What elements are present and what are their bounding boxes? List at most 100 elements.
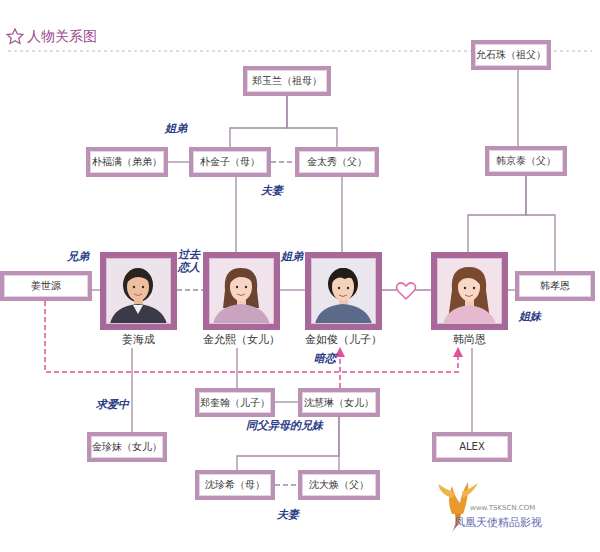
photo-frame	[100, 252, 177, 330]
person-name: 沈慧琳（女儿）	[304, 397, 374, 409]
title-star	[7, 29, 23, 44]
person-name: 朴福满（弟弟）	[92, 156, 162, 168]
relation-line	[517, 70, 518, 146]
eye	[236, 286, 238, 288]
clothes	[213, 304, 270, 324]
photo-frame	[431, 252, 508, 330]
relation-line	[287, 96, 337, 147]
relation-label: 同父异母的兄妹	[246, 419, 323, 432]
portrait	[437, 258, 502, 324]
person-name: 韩京泰（父）	[496, 155, 556, 167]
person-name: 允石珠（祖父）	[476, 49, 546, 61]
relation-label: 夫妻	[261, 184, 283, 197]
person-name: 金如俊（儿子）	[305, 333, 382, 346]
person-name: 姜世源	[31, 280, 61, 292]
portrait-bg	[106, 258, 171, 324]
person-box: 姜世源	[0, 271, 92, 301]
relation-line	[271, 161, 295, 162]
relation-label: 求爱中	[96, 398, 129, 411]
phoenix-body	[449, 482, 468, 514]
person-name: 韩孝恩	[540, 280, 570, 292]
person-box: 沈大焕（父）	[298, 470, 380, 500]
eye	[338, 287, 340, 289]
person-box: 金珍妹（女儿）	[87, 432, 167, 462]
phoenix-wing	[438, 484, 455, 498]
phoenix-wing	[462, 483, 478, 498]
eye	[347, 287, 349, 289]
person-box: ALEX	[432, 432, 512, 462]
eye	[464, 287, 466, 289]
person-box: 郑玉兰（祖母）	[243, 66, 331, 96]
relation-line	[131, 348, 132, 432]
relation-line	[280, 289, 305, 290]
clothes	[110, 304, 167, 324]
relation-line	[341, 177, 342, 252]
person-box: 朴金子（母）	[189, 147, 271, 177]
person-name: 韩尚恩	[453, 333, 486, 346]
person-name: 朴金子（母）	[200, 156, 260, 168]
relation-line	[471, 348, 472, 432]
relation-line	[526, 176, 555, 271]
person-name: 金允熙（女儿）	[203, 333, 280, 346]
eye	[133, 286, 135, 288]
mouth	[465, 295, 473, 297]
heart-symbol	[397, 283, 416, 299]
relation-label: 暗恋	[314, 352, 336, 365]
character-card: 姜海成	[100, 252, 177, 348]
person-box: 朴福满（弟弟）	[86, 147, 168, 177]
person-box: 韩孝恩	[515, 271, 595, 301]
relation-line	[177, 289, 203, 290]
relation-line	[237, 417, 339, 470]
relation-label: 夫妻	[277, 508, 299, 521]
character-card: 金如俊（儿子）	[305, 252, 382, 348]
hair	[228, 269, 255, 286]
relation-label: 兄弟	[67, 250, 89, 263]
relation-line	[235, 177, 236, 252]
hair	[456, 269, 482, 288]
portrait-bg	[437, 258, 502, 324]
eye	[245, 286, 247, 288]
character-card: 韩尚恩	[431, 252, 508, 348]
person-name: 沈珍希（母）	[205, 479, 265, 491]
hair	[123, 268, 153, 302]
hair	[126, 270, 151, 284]
relation-line	[275, 401, 298, 402]
person-box: 郑奎翰（儿子）	[195, 388, 275, 417]
relation-line	[508, 289, 515, 290]
person-box: 允石珠（祖父）	[471, 40, 551, 70]
character-card: 金允熙（女儿）	[203, 252, 280, 348]
relation-label: 姐弟	[165, 122, 187, 135]
mouth	[237, 294, 245, 296]
relation-line	[468, 176, 526, 252]
clothes	[315, 304, 372, 324]
portrait	[209, 258, 274, 324]
person-name: 金太秀（父）	[307, 156, 367, 168]
relation-label: 过去恋人	[176, 248, 202, 274]
watermark-text: www.TSKSCN.COM	[470, 504, 535, 513]
person-box: 韩京泰（父）	[485, 146, 567, 176]
person-name: 郑玉兰（祖母）	[252, 75, 322, 87]
person-name: ALEX	[459, 441, 485, 453]
relation-line	[230, 96, 287, 147]
clothes	[443, 305, 496, 324]
shirt	[133, 305, 143, 314]
relation-line	[338, 417, 339, 470]
hair	[328, 268, 358, 300]
diagram-title: 人物关系图	[27, 28, 97, 44]
watermark-text: 凤凰天使精品影视	[454, 516, 542, 529]
love-arrow	[339, 348, 341, 388]
person-name: 沈大焕（父）	[309, 479, 369, 491]
relation-label: 姐弟	[281, 250, 303, 263]
portrait	[311, 258, 376, 324]
relation-line	[275, 484, 298, 485]
portrait-bg	[311, 258, 376, 324]
eye	[142, 286, 144, 288]
mouth	[339, 295, 347, 297]
person-name: 姜海成	[122, 333, 155, 346]
person-box: 金太秀（父）	[295, 147, 379, 177]
relation-line	[168, 161, 189, 162]
person-name: 郑奎翰（儿子）	[200, 397, 270, 409]
relation-line	[236, 348, 237, 388]
